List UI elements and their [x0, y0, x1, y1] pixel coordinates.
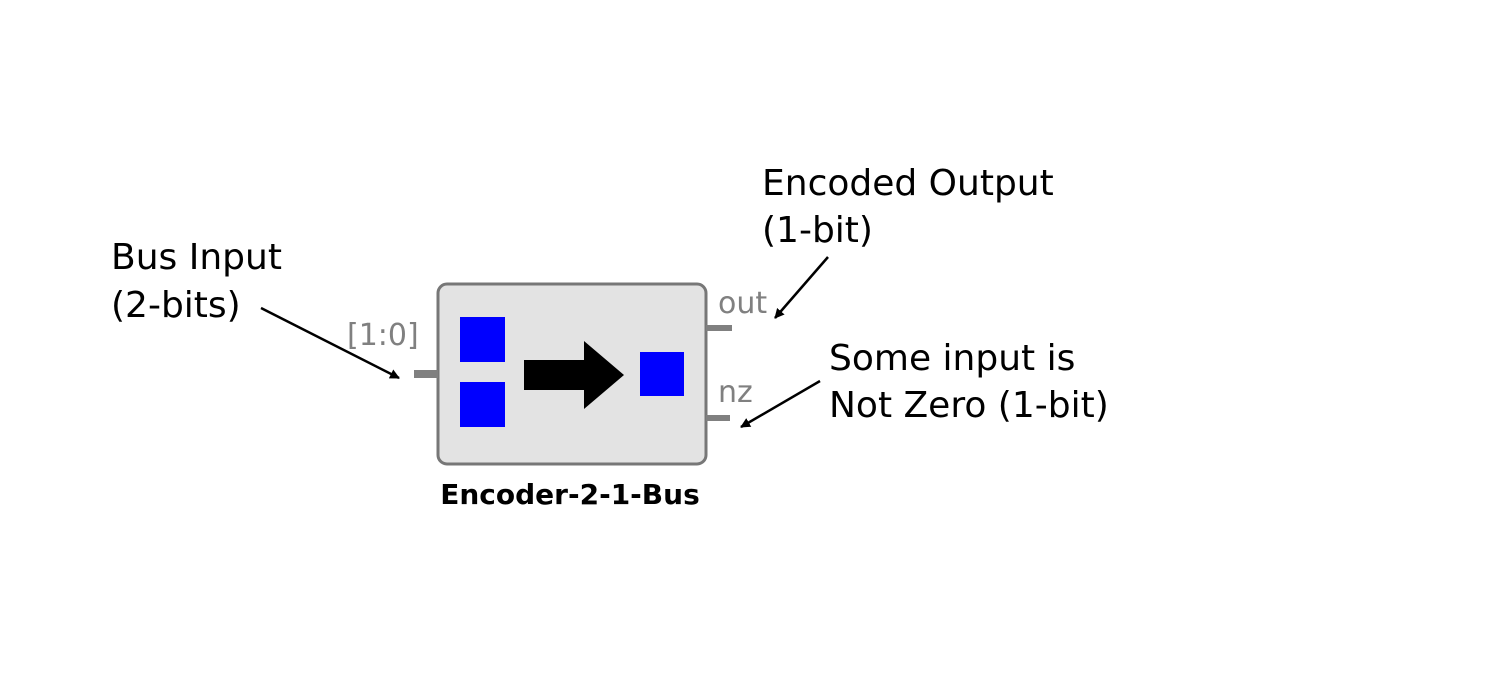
bus-input-pointer-arrow: [260, 306, 400, 380]
bus-input-annotation-line-2: (2-bits): [111, 285, 241, 326]
encoded-output-annotation-line-1: Encoded Output: [762, 163, 1054, 204]
input-bit-1-square: [460, 317, 505, 362]
out-port-label: out: [718, 286, 767, 321]
input-bit-0-square: [460, 382, 505, 427]
encoded-output-annotation-line-2: (1-bit): [762, 210, 873, 251]
not-zero-annotation-line-1: Some input is: [829, 338, 1075, 379]
encode-arrow-icon: [524, 341, 624, 409]
block-caption: Encoder-2-1-Bus: [440, 478, 700, 511]
input-port-label: [1:0]: [347, 318, 419, 353]
encoded-output-pointer-arrow: [774, 256, 829, 319]
not-zero-pointer-arrow: [740, 379, 821, 429]
output-square: [640, 352, 684, 396]
nz-port-label: nz: [718, 375, 753, 410]
not-zero-annotation-line-2: Not Zero (1-bit): [829, 385, 1109, 426]
bus-input-annotation-line-1: Bus Input: [111, 237, 282, 278]
